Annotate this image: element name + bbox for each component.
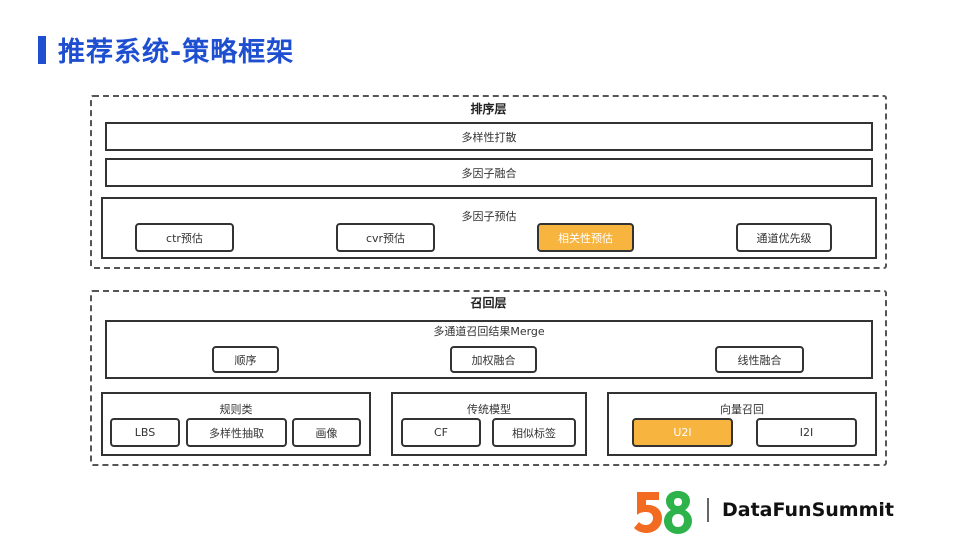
- cvr-box: cvr预估: [336, 223, 435, 252]
- weighted-fusion-box: 加权融合: [450, 346, 537, 373]
- merge-group: 多通道召回结果Merge 顺序 加权融合 线性融合: [105, 320, 873, 379]
- u2i-box: U2I: [632, 418, 733, 447]
- cf-box: CF: [401, 418, 481, 447]
- relevance-box: 相关性预估: [537, 223, 634, 252]
- ranking-layer: 排序层 多样性打散 多因子融合 多因子预估 ctr预估 cvr预估 相关性预估 …: [90, 95, 887, 269]
- vector-group: 向量召回 U2I I2I: [607, 392, 877, 456]
- order-box: 顺序: [212, 346, 279, 373]
- traditional-group: 传统模型 CF 相似标签: [391, 392, 587, 456]
- traditional-title: 传统模型: [467, 403, 511, 416]
- ranking-layer-title: 排序层: [470, 102, 507, 116]
- page-title: 推荐系统-策略框架: [58, 37, 295, 68]
- lbs-box: LBS: [110, 418, 180, 447]
- merge-title: 多通道召回结果Merge: [433, 325, 545, 338]
- profile-box: 画像: [292, 418, 361, 447]
- brand-name: DataFunSummit: [722, 499, 894, 521]
- logo-58-icon: [634, 491, 692, 534]
- i2i-box: I2I: [756, 418, 857, 447]
- estimation-title: 多因子预估: [461, 210, 517, 223]
- diversity-extract-box: 多样性抽取: [186, 418, 287, 447]
- fusion-bar: 多因子融合: [105, 158, 873, 187]
- similar-tag-box: 相似标签: [492, 418, 576, 447]
- recall-layer: 召回层 多通道召回结果Merge 顺序 加权融合 线性融合 规则类 LBS 多样…: [90, 290, 887, 466]
- estimation-group: 多因子预估 ctr预估 cvr预估 相关性预估 通道优先级: [101, 197, 877, 259]
- logo-separator: [707, 498, 709, 522]
- vector-title: 向量召回: [720, 403, 764, 416]
- rules-group: 规则类 LBS 多样性抽取 画像: [101, 392, 371, 456]
- diversity-bar: 多样性打散: [105, 122, 873, 151]
- ctr-box: ctr预估: [135, 223, 234, 252]
- rules-title: 规则类: [219, 403, 253, 416]
- linear-fusion-box: 线性融合: [715, 346, 804, 373]
- channel-priority-box: 通道优先级: [736, 223, 832, 252]
- recall-layer-title: 召回层: [470, 296, 507, 310]
- title-accent-bar: [38, 36, 46, 64]
